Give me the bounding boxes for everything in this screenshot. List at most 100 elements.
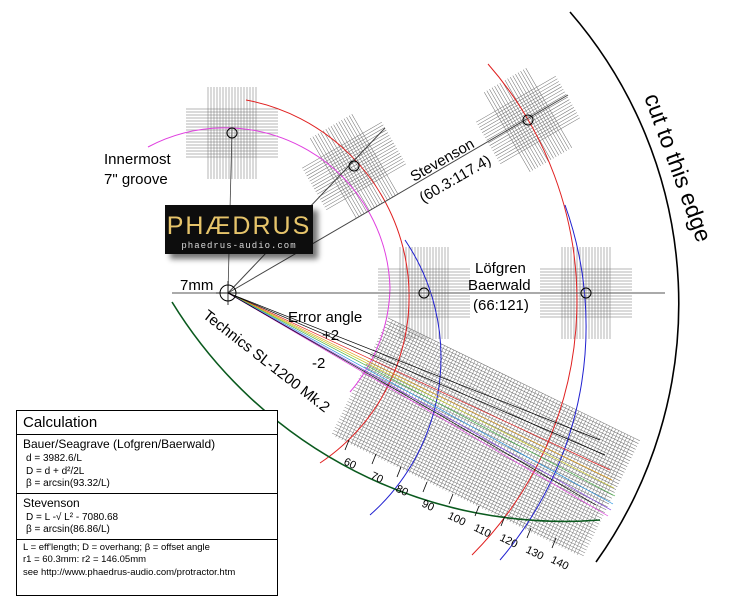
scale-vline <box>344 324 403 442</box>
stevenson-section: Stevenson D = L -√ L² - 7080.68 β = arcs… <box>17 494 277 540</box>
scale-tick-label: 100 <box>446 510 468 529</box>
scale-vline <box>350 327 409 445</box>
grid-stevenson-1-hline <box>320 153 400 200</box>
scale-hline <box>334 427 587 551</box>
scale-hline <box>358 378 611 502</box>
error-angle-line <box>227 292 609 517</box>
bauer-section: Bauer/Seagrave (Lofgren/Baerwald) d = 39… <box>17 435 277 494</box>
null-point-innermost <box>226 127 238 139</box>
scale-vline <box>534 416 592 535</box>
scale-hline <box>386 320 639 444</box>
grid-stevenson-1 <box>302 114 406 218</box>
scale-vline <box>488 394 546 512</box>
scale-vline <box>353 329 412 447</box>
note-2: r1 = 60.3mm: r2 = 146.05mm <box>23 554 147 565</box>
scale-vline <box>482 391 540 509</box>
grid-stevenson-2-vline <box>512 75 560 156</box>
error-angle-label: Error angle <box>288 309 362 326</box>
scale-hline <box>367 360 619 485</box>
scale-hline <box>368 358 621 482</box>
grid-stevenson-1-hline <box>323 158 403 205</box>
grid-stevenson-1-hline <box>317 147 397 195</box>
grid-stevenson-1-hline <box>318 150 399 198</box>
scale-tick-mark <box>422 481 428 493</box>
scale-vline <box>454 378 513 496</box>
grid-stevenson-1-vline <box>348 115 396 196</box>
scale-hline <box>355 383 608 508</box>
scale-band <box>331 317 640 557</box>
scale-vline <box>430 366 488 484</box>
scale-vline <box>527 414 586 532</box>
error-angle-line <box>227 292 613 481</box>
scale-vline <box>573 436 632 554</box>
scale-hline <box>376 340 629 464</box>
stev-heading: Stevenson <box>23 495 80 510</box>
grid-stevenson-2-vline <box>525 68 573 148</box>
error-angle-line <box>227 292 614 505</box>
stev-beta: β = arcsin(86.86/L) <box>26 524 110 535</box>
scale-hline <box>360 375 612 499</box>
bauer-heading: Bauer/Seagrave (Lofgren/Baerwald) <box>23 437 216 451</box>
error-angle-line <box>227 292 615 489</box>
scale-vline <box>479 390 537 508</box>
scale-vline <box>472 387 531 505</box>
grid-stevenson-1-vline <box>346 117 393 197</box>
grid-stevenson-2-vline <box>517 72 565 153</box>
scale-vline <box>576 437 635 555</box>
scale-tick-mark <box>551 537 557 549</box>
stev-D: D = L -√ L² - 7080.68 <box>26 511 119 523</box>
scale-vline <box>448 375 506 493</box>
scale-hline <box>337 421 590 545</box>
error-angle-line <box>227 292 597 506</box>
scale-tick-label: 60 <box>342 456 358 472</box>
scale-hline <box>352 389 605 513</box>
scale-vline <box>567 433 626 551</box>
scale-tick-label: 110 <box>472 522 493 540</box>
scale-hline <box>340 415 593 539</box>
null-point-lofgren-2 <box>580 287 592 299</box>
scale-vline <box>381 342 439 460</box>
scale-hline <box>361 372 614 496</box>
scale-hline <box>336 424 589 548</box>
scale-vline <box>356 330 415 448</box>
grid-stevenson-1-vline <box>333 124 380 205</box>
scale-hline <box>351 392 604 516</box>
scale-vline <box>555 427 613 545</box>
scale-vline <box>405 354 464 472</box>
innermost-label-1: Innermost <box>104 151 172 168</box>
grid-stevenson-1-vline <box>335 123 383 203</box>
scale-hline <box>382 329 635 453</box>
scale-hline <box>331 432 584 557</box>
grid-stevenson-2-vline <box>522 69 570 150</box>
plus2-label: +2 <box>322 327 339 344</box>
calc-title: Calculation <box>17 411 277 435</box>
grid-stevenson-2-vline <box>515 74 562 154</box>
minus2-label: -2 <box>312 355 325 372</box>
seven-mm-label: 7mm <box>180 277 213 294</box>
scale-vline <box>540 419 598 538</box>
scale-tick-mark <box>344 439 350 451</box>
lofgren-label: Löfgren <box>475 260 526 277</box>
scale-vline <box>384 343 442 461</box>
logo-brand: PHÆDRUS <box>167 212 312 240</box>
error-angle-line <box>227 292 612 511</box>
scale-vline <box>524 412 583 530</box>
null-point-lofgren-1 <box>418 287 430 299</box>
scale-hline <box>350 395 603 519</box>
scale-tick-mark <box>500 515 506 527</box>
error-angle-line <box>227 292 616 497</box>
scale-tick-label: 70 <box>369 470 385 486</box>
grid-stevenson-1-vline <box>351 114 399 194</box>
red-arc-1 <box>245 99 410 464</box>
cut-edge-label: cut to this edge <box>639 90 717 245</box>
scale-vline <box>546 422 604 540</box>
scale-hline <box>381 332 633 456</box>
scale-vline <box>469 385 528 503</box>
scale-tick-label: 130 <box>524 544 546 563</box>
scale-tick-label: 80 <box>394 483 410 499</box>
scale-vline <box>537 418 595 536</box>
scale-vline <box>476 388 534 506</box>
scale-vline <box>341 323 399 441</box>
grid-stevenson-2-vline <box>520 71 567 151</box>
